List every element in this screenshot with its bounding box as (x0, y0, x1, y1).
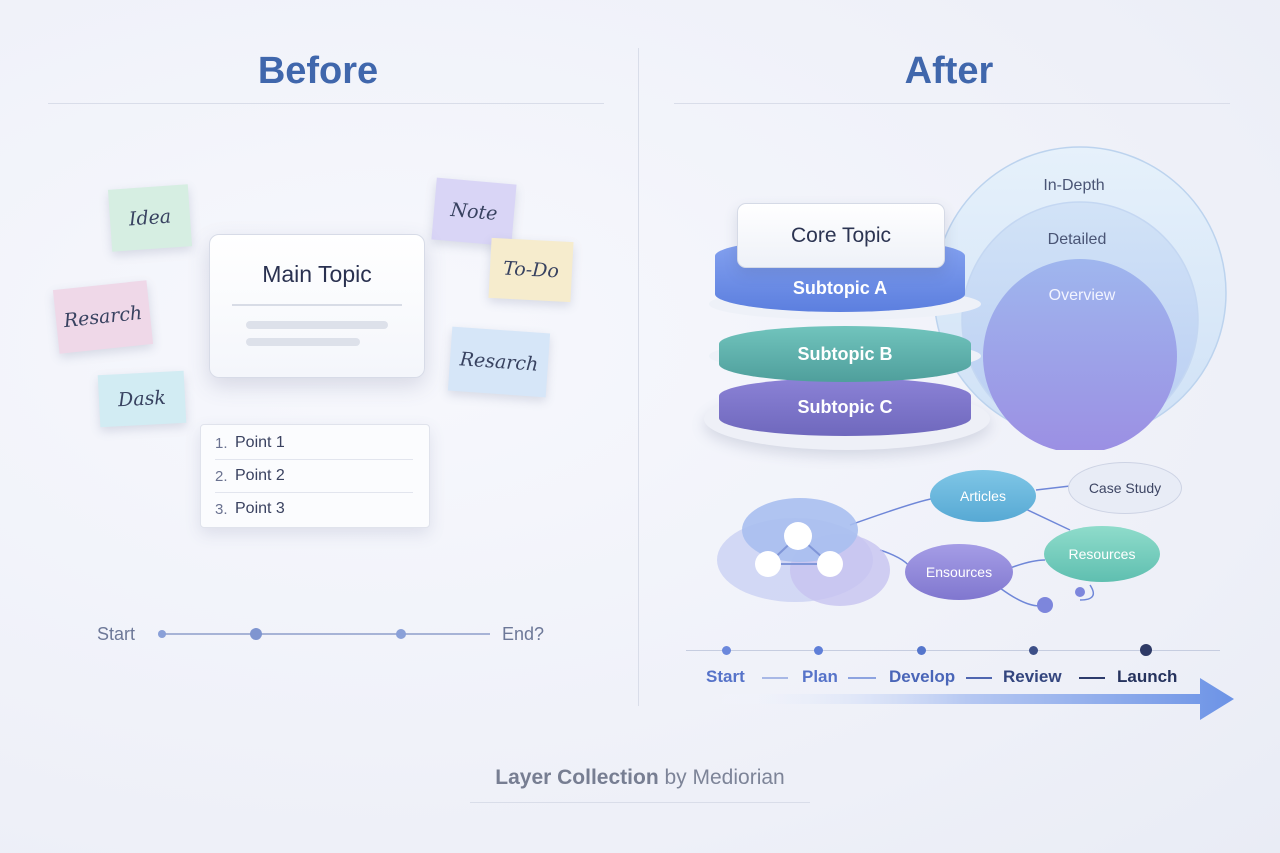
circle-label-overview: Overview (1048, 287, 1116, 304)
before-title-rule (48, 103, 604, 104)
circle-label-in-depth: In-Depth (1043, 177, 1105, 194)
list-item: 1.Point 1 (215, 434, 285, 452)
card-placeholder-line (246, 338, 360, 346)
list-item: 3.Point 3 (215, 500, 285, 518)
sticky-note-todo: To-Do (488, 237, 574, 303)
list-divider (215, 492, 413, 493)
timeline-dot (158, 630, 166, 638)
roadmap-step-plan: Plan (802, 667, 838, 686)
roadmap-dot (722, 646, 731, 655)
roadmap-step-launch: Launch (1117, 667, 1178, 686)
points-list: 1.Point 1 2.Point 2 3.Point 3 (200, 424, 430, 528)
card-rule (232, 304, 402, 306)
timeline-start-label: Start (97, 624, 136, 644)
edge (1035, 485, 1071, 491)
cluster-node (784, 522, 812, 550)
step-connector (966, 677, 992, 679)
roadmap-dot (814, 646, 823, 655)
list-item: 2.Point 2 (215, 467, 285, 485)
footer-brand: Layer Collection (495, 766, 659, 789)
edge (1079, 584, 1095, 601)
sticky-note-idea: Idea (107, 184, 193, 252)
sticky-note-dask: Dask (97, 370, 187, 428)
roadmap-step-review: Review (1003, 667, 1062, 686)
timeline-end-label: End? (502, 624, 545, 644)
core-topic-card: Core Topic (737, 203, 945, 268)
cluster-node (755, 551, 781, 577)
roadmap-dot (917, 646, 926, 655)
main-topic-label: Main Topic (262, 261, 372, 287)
edge (849, 497, 937, 526)
node-case-study: Case Study (1068, 462, 1182, 514)
footer-caption: Layer Collection by Mediorian (0, 766, 1280, 790)
sticky-note-research-right: Resarch (447, 326, 551, 398)
circle-label-detailed: Detailed (1047, 231, 1107, 248)
footer-by: by Mediorian (664, 766, 785, 789)
roadmap-dot (1029, 646, 1038, 655)
roadmap-line (686, 650, 1220, 651)
roadmap-arrow (700, 678, 1234, 720)
timeline-dot (396, 629, 406, 639)
concentric-circles (933, 146, 1227, 450)
step-connector (848, 677, 876, 679)
roadmap-step-start: Start (706, 667, 745, 686)
graph-dot (1075, 587, 1085, 597)
graph-dot (1037, 597, 1053, 613)
sticky-note-research-left: Resarch (52, 280, 154, 354)
timeline-dot (250, 628, 262, 640)
roadmap-dot (1140, 644, 1152, 656)
node-ensources: Ensources (905, 544, 1013, 600)
node-articles: Articles (930, 470, 1036, 522)
layer-subtopic-b: Subtopic B (719, 326, 971, 382)
panel-divider (638, 48, 639, 706)
roadmap-step-develop: Develop (889, 667, 956, 686)
circle-overview (983, 259, 1177, 450)
list-divider (215, 459, 413, 460)
layer-subtopic-c: Subtopic C (719, 378, 971, 436)
after-title: After (904, 50, 994, 92)
cluster-node (817, 551, 843, 577)
before-title: Before (257, 50, 379, 92)
sticky-note-note: Note (431, 177, 517, 247)
footer-rule (470, 802, 810, 803)
main-topic-card: Main Topic (209, 234, 425, 378)
after-title-rule (674, 103, 1230, 104)
node-resources: Resources (1044, 526, 1160, 582)
timeline-line (160, 633, 490, 635)
step-connector (762, 677, 788, 679)
card-placeholder-line (246, 321, 388, 329)
step-connector (1079, 677, 1105, 679)
